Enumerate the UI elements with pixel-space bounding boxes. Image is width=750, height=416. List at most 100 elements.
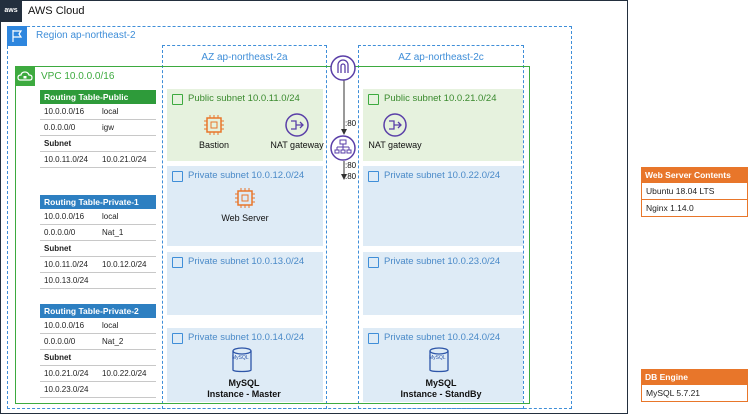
- private-subnet-a3: [167, 328, 323, 402]
- vpc-boundary: [15, 66, 530, 404]
- vpc-label: VPC 10.0.0.0/16: [41, 71, 115, 82]
- mysql-master-line1: MySQL: [228, 378, 260, 388]
- route-target: Nat_2: [102, 337, 124, 346]
- subnet-cidr: 10.0.21.0/24: [44, 369, 89, 378]
- private-subnet-a2-label: Private subnet 10.0.13.0/24: [188, 256, 305, 267]
- route-row: 0.0.0.0/0 igw: [40, 120, 156, 136]
- lock-icon: [172, 333, 183, 344]
- subnet-header: Subnet: [40, 241, 156, 257]
- subnet-cidr: 10.0.12.0/24: [102, 260, 147, 269]
- subnet-row: 10.0.13.0/24: [40, 273, 156, 289]
- mysql-database-icon: [428, 347, 450, 375]
- az-2c-label: AZ ap-northeast-2c: [398, 52, 484, 63]
- mysql-standby-line1: MySQL: [425, 378, 457, 388]
- subnet-header: Subnet: [40, 136, 156, 152]
- subnet-cidr: 10.0.11.0/24: [44, 260, 88, 269]
- private-subnet-a2: [167, 252, 323, 315]
- routing-table-private-1: Routing Table-Private-1 10.0.0.0/16 loca…: [40, 195, 156, 289]
- load-balancer-icon: [330, 135, 356, 161]
- subnet-header: Subnet: [40, 350, 156, 366]
- subnet-row: 10.0.23.0/24: [40, 382, 156, 398]
- mysql-icon-label: MySQL: [429, 355, 446, 361]
- lock-icon: [368, 333, 379, 344]
- web-server-contents-table: Web Server Contents Ubuntu 18.04 LTS Ngi…: [641, 167, 748, 217]
- subnet-row: 10.0.11.0/24 10.0.21.0/24: [40, 152, 156, 168]
- lock-icon: [368, 171, 379, 182]
- az-2a-boundary: [162, 45, 327, 409]
- nat-gateway-c-label: NAT gateway: [368, 140, 422, 150]
- web-contents-item: Ubuntu 18.04 LTS: [641, 183, 748, 200]
- bastion-label: Bastion: [198, 140, 230, 150]
- region-flag-icon: [7, 26, 27, 46]
- subnet-row: 10.0.11.0/24 10.0.12.0/24: [40, 257, 156, 273]
- port-label: :80: [345, 161, 357, 170]
- nat-gateway-a-label: NAT gateway: [270, 140, 324, 150]
- lock-icon: [368, 257, 379, 268]
- subnet-cidr: 10.0.23.0/24: [44, 385, 89, 394]
- private-subnet-a1-label: Private subnet 10.0.12.0/24: [188, 170, 305, 181]
- route-destination: 10.0.0.0/16: [44, 107, 85, 116]
- route-target: local: [102, 107, 119, 116]
- mysql-icon-label: MySQL: [232, 355, 249, 361]
- route-destination: 0.0.0.0/0: [44, 228, 76, 237]
- lock-icon: [172, 94, 183, 105]
- private-subnet-c1-label: Private subnet 10.0.22.0/24: [384, 170, 501, 181]
- route-row: 10.0.0.0/16 local: [40, 318, 156, 334]
- aws-cloud-title: AWS Cloud: [28, 5, 85, 17]
- az-2c-boundary: [358, 45, 524, 409]
- aws-cloud-boundary: [0, 0, 628, 414]
- region-label: Region ap-northeast-2: [36, 30, 136, 41]
- lock-icon: [368, 94, 379, 105]
- subnet-cidr: 10.0.22.0/24: [102, 369, 147, 378]
- private-subnet-c1: [363, 166, 523, 246]
- route-destination: 10.0.0.0/16: [44, 321, 85, 330]
- private-subnet-c3: [363, 328, 523, 402]
- subnet-row: 10.0.21.0/24 10.0.22.0/24: [40, 366, 156, 382]
- route-destination: 10.0.0.0/16: [44, 212, 85, 221]
- traffic-flow: [341, 79, 347, 180]
- route-destination: 0.0.0.0/0: [44, 337, 76, 346]
- routing-table-title: Routing Table-Public: [40, 90, 156, 104]
- route-target: Nat_1: [102, 228, 124, 237]
- route-row: 0.0.0.0/0 Nat_2: [40, 334, 156, 350]
- private-subnet-a3-label: Private subnet 10.0.14.0/24: [188, 332, 305, 343]
- db-engine-table: DB Engine MySQL 5.7.21: [641, 369, 748, 402]
- routing-table-title: Routing Table-Private-1: [40, 195, 156, 209]
- lock-icon: [172, 171, 183, 182]
- ec2-instance-icon: [233, 186, 257, 210]
- db-engine-item: MySQL 5.7.21: [641, 385, 748, 402]
- nat-gateway-icon: [383, 113, 407, 137]
- web-contents-item: Nginx 1.14.0: [641, 200, 748, 217]
- az-2a-label: AZ ap-northeast-2a: [201, 52, 288, 63]
- routing-table-title: Routing Table-Private-2: [40, 304, 156, 318]
- mysql-standby-line2: Instance - StandBy: [400, 389, 482, 399]
- web-contents-title: Web Server Contents: [641, 167, 748, 183]
- route-row: 10.0.0.0/16 local: [40, 209, 156, 225]
- aws-logo: aws: [0, 0, 22, 22]
- route-target: igw: [102, 123, 115, 132]
- private-subnet-c2: [363, 252, 523, 315]
- mysql-database-icon: [231, 347, 253, 375]
- mysql-master-line2: Instance - Master: [207, 389, 281, 399]
- route-target: local: [102, 212, 119, 221]
- vpc-cloud-icon: [15, 66, 35, 86]
- private-subnet-c3-label: Private subnet 10.0.24.0/24: [384, 332, 501, 343]
- lock-icon: [172, 257, 183, 268]
- public-subnet-a-label: Public subnet 10.0.11.0/24: [188, 93, 300, 104]
- db-engine-title: DB Engine: [641, 369, 748, 385]
- nat-gateway-icon: [285, 113, 309, 137]
- route-target: local: [102, 321, 119, 330]
- routing-table-public: Routing Table-Public 10.0.0.0/16 local 0…: [40, 90, 156, 168]
- port-label: :80: [345, 119, 357, 128]
- private-subnet-c2-label: Private subnet 10.0.23.0/24: [384, 256, 501, 267]
- web-server-label: Web Server: [221, 213, 269, 223]
- route-destination: 0.0.0.0/0: [44, 123, 76, 132]
- public-subnet-c-label: Public subnet 10.0.21.0/24: [384, 93, 497, 104]
- routing-table-private-2: Routing Table-Private-2 10.0.0.0/16 loca…: [40, 304, 156, 398]
- public-subnet-c: [363, 89, 523, 161]
- route-row: 10.0.0.0/16 local: [40, 104, 156, 120]
- subnet-cidr: 10.0.11.0/24: [44, 155, 88, 164]
- subnet-cidr: 10.0.13.0/24: [44, 276, 89, 285]
- route-row: 0.0.0.0/0 Nat_1: [40, 225, 156, 241]
- subnet-cidr: 10.0.21.0/24: [102, 155, 147, 164]
